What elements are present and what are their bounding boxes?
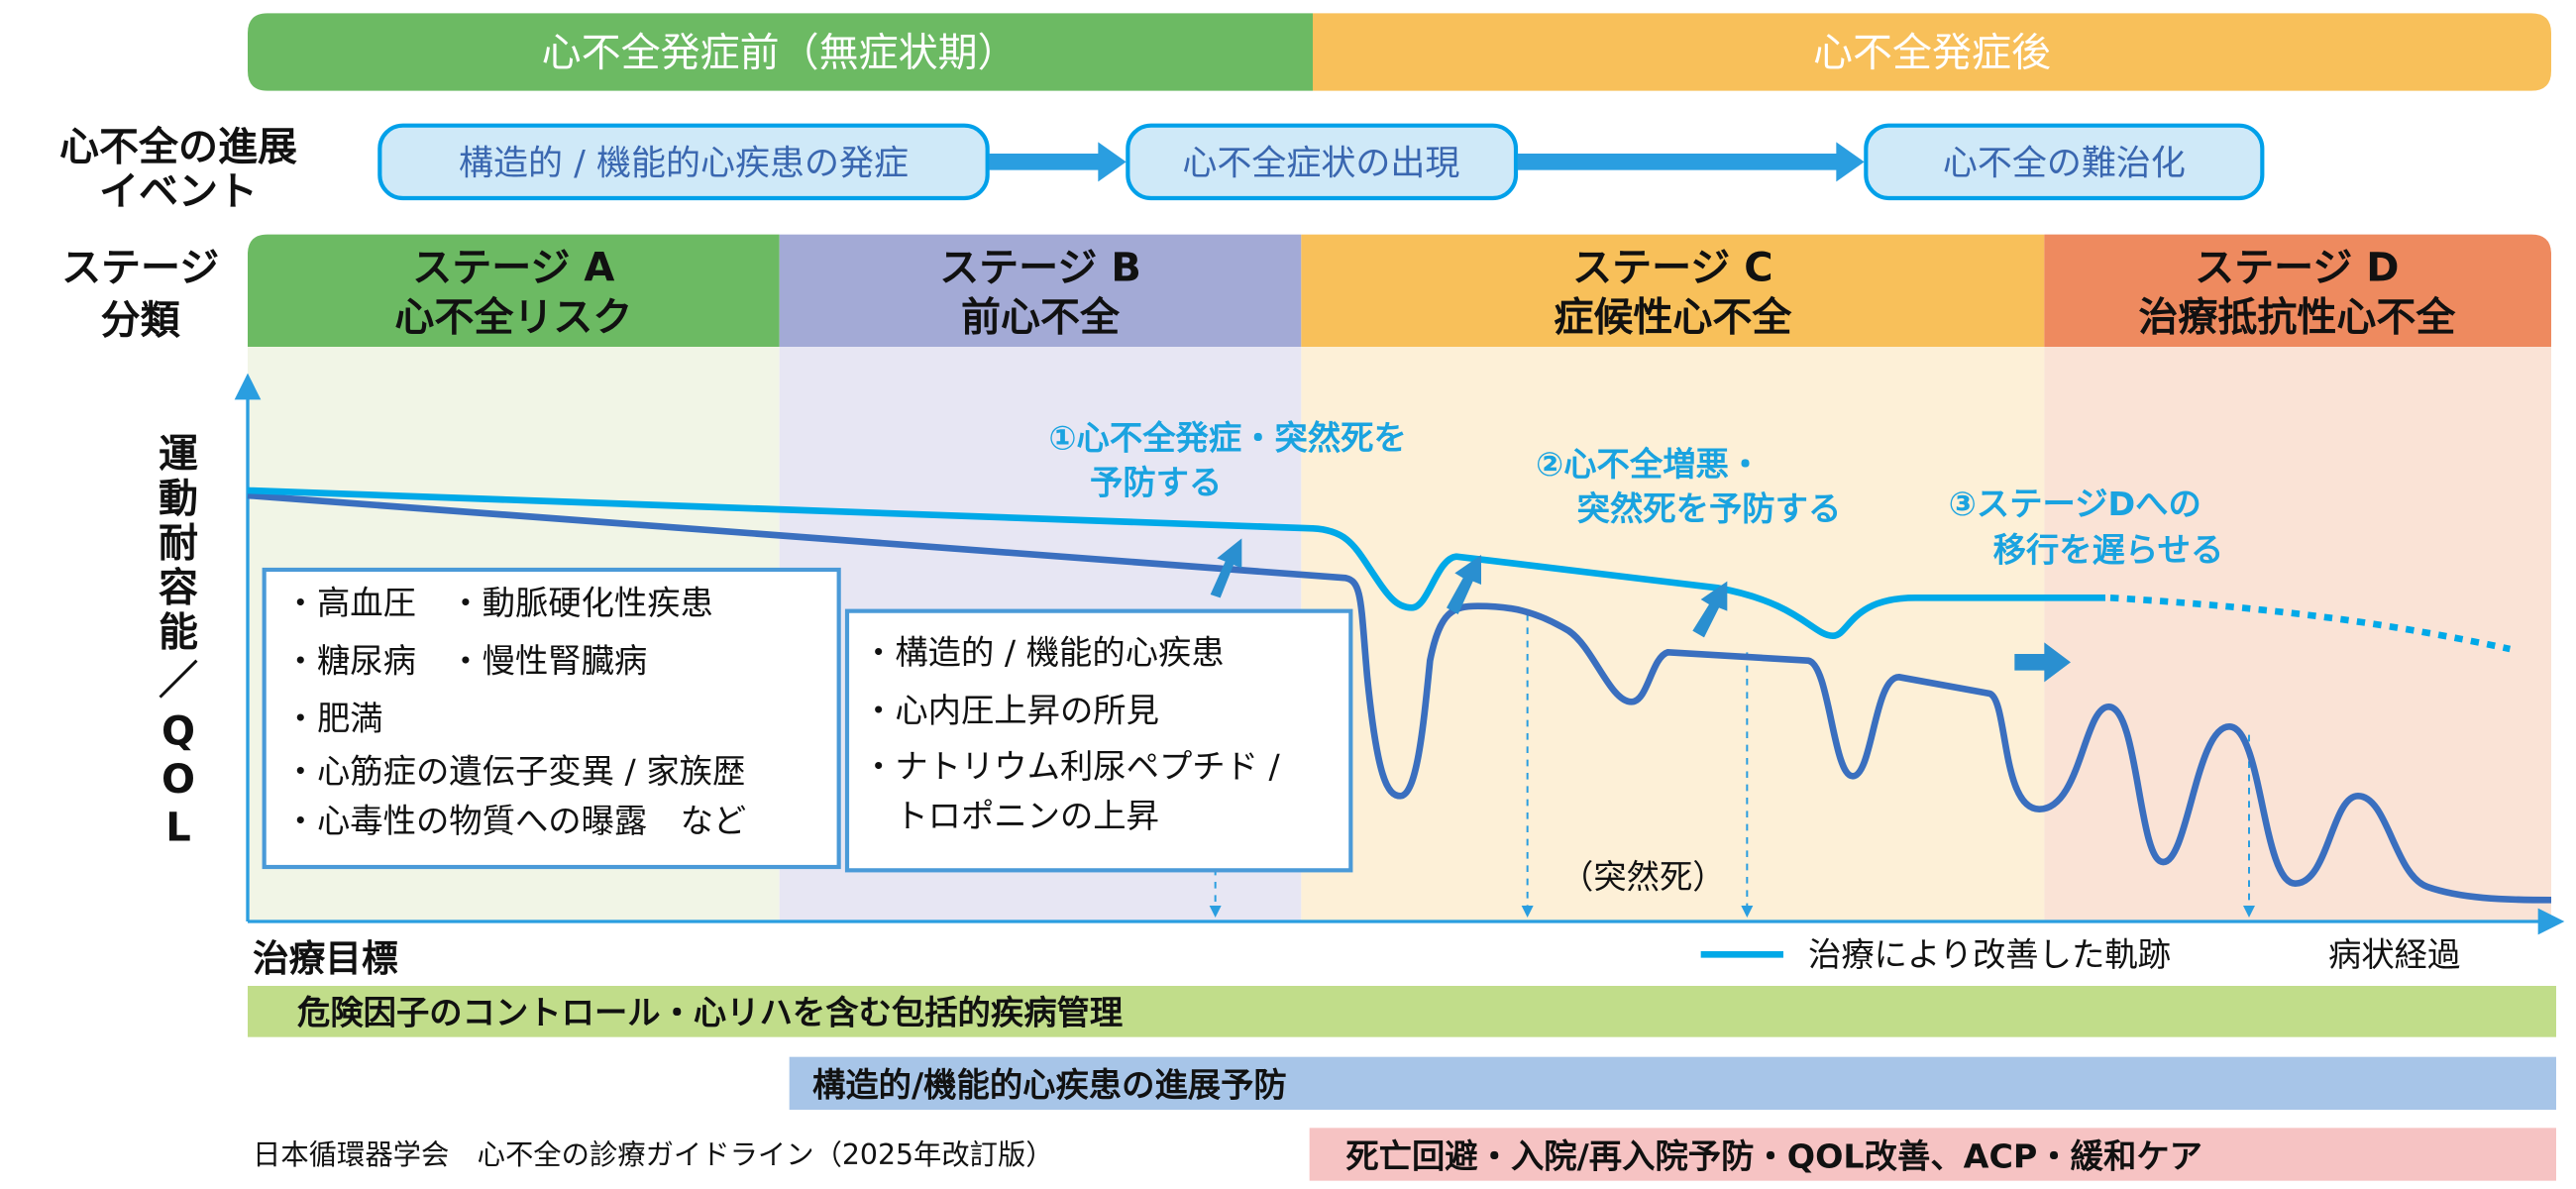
goal-bar-comprehensive: [248, 986, 2556, 1037]
phase-after: [1313, 13, 2551, 91]
phase-bar: 心不全発症前（無症状期） 心不全発症後: [248, 13, 2551, 91]
arrow-right-icon: [2014, 642, 2071, 683]
event-box: [377, 123, 990, 201]
finding-item: ・心内圧上昇の所見: [862, 691, 1159, 729]
y-label-char: 容: [159, 566, 198, 611]
stages-label-1: ステージ: [61, 245, 219, 290]
finding-item: ・ナトリウム利尿ペプチド /: [862, 747, 1281, 786]
y-label-char: 耐: [159, 521, 198, 567]
footnote: 日本循環器学会 心不全の診療ガイドライン（2025年改訂版）: [253, 1138, 1054, 1171]
arrow-right-icon: [989, 142, 1127, 182]
goal-bar-palliative: [1309, 1128, 2556, 1181]
disease-course-line: [247, 491, 2552, 904]
goal-label: 死亡回避・入院/再入院予防・QOL改善、ACP・緩和ケア: [1345, 1136, 2202, 1175]
goal-bar-prevention: [789, 1056, 2556, 1110]
annotation-1-line2: 予防する: [1090, 463, 1222, 501]
stage-title: ステージ D: [2195, 245, 2399, 290]
risk-item: ・高血圧 ・動脈硬化性疾患: [284, 584, 713, 622]
y-label-char: 運: [159, 432, 198, 478]
stage-b: [779, 234, 1302, 347]
finding-item: トロポニンの上昇: [862, 797, 1159, 835]
arrow-up-icon: [1210, 538, 1242, 598]
event-box: [1864, 123, 2265, 201]
stage-title: ステージ A: [412, 245, 614, 290]
improvement-arrows: [1210, 538, 2071, 683]
stage-name: 前心不全: [961, 294, 1121, 340]
stage-d: [2044, 234, 2551, 347]
stage-name: 治療抵抗性心不全: [2138, 294, 2456, 340]
event-label: 構造的 / 機能的心疾患の発症: [459, 145, 909, 184]
phase-before: [248, 13, 1313, 91]
risk-item: ・糖尿病 ・慢性腎臓病: [284, 641, 648, 680]
y-label-char: Q: [161, 709, 195, 755]
y-label-char: 動: [159, 477, 198, 522]
legend-improved-label: 治療により改善した軌跡: [1808, 935, 2171, 974]
projected-trajectory-line: [2109, 594, 2512, 653]
finding-item: ・構造的 / 機能的心疾患: [862, 633, 1225, 672]
stage-a-risk-box: ・高血圧 ・動脈硬化性疾患 ・糖尿病 ・慢性腎臓病 ・肥満 ・心筋症の遺伝子変異…: [262, 567, 841, 870]
event-label: 心不全症状の出現: [1182, 145, 1459, 184]
goal-label: 構造的/機能的心疾患の進展予防: [812, 1066, 1287, 1105]
stage-title: ステージ B: [939, 245, 1141, 290]
legend-course-label: 病状経過: [2328, 935, 2460, 974]
events-label-1: 心不全の進展: [59, 125, 297, 170]
stage-bar: ステージ A 心不全リスク ステージ B 前心不全 ステージ C 症候性心不全 …: [248, 234, 2551, 347]
phase-after-label: 心不全発症後: [1813, 31, 2051, 76]
event-label: 心不全の難治化: [1943, 145, 2186, 184]
arrow-right-icon: [1517, 142, 1865, 182]
improved-trajectory-line: [247, 486, 2105, 640]
risk-item: ・心筋症の遺伝子変異 / 家族歴: [284, 752, 746, 791]
stages-label-2: 分類: [101, 298, 181, 344]
events-label-2: イベント: [99, 169, 258, 215]
stage-a: [248, 234, 780, 347]
stage-b-findings-box: ・構造的 / 機能的心疾患 ・心内圧上昇の所見 ・ナトリウム利尿ペプチド / ト…: [844, 608, 1353, 873]
stage-name: 症候性心不全: [1554, 294, 1792, 340]
annotation-2-line1: ②心不全増悪・: [1536, 445, 1762, 484]
stage-c: [1301, 234, 2045, 347]
y-label-char: ／: [159, 658, 198, 703]
event-box: [1126, 123, 1519, 201]
stage-name: 心不全リスク: [394, 294, 632, 340]
event-flow: 構造的 / 機能的心疾患の発症 心不全症状の出現 心不全の難治化: [377, 123, 2265, 201]
y-label-char: O: [161, 757, 195, 803]
y-label-char: L: [165, 805, 191, 850]
annotation-1-line1: ①心不全発症・突然死を: [1048, 418, 1407, 457]
risk-item: ・肥満: [284, 700, 383, 738]
arrow-up-icon: [1692, 581, 1728, 638]
sudden-death-label: （突然死）: [1560, 858, 1726, 897]
annotation-3-line2: 移行を遅らせる: [1993, 531, 2224, 570]
y-label-char: 能: [159, 610, 198, 656]
stage-title: ステージ C: [1572, 245, 1772, 290]
phase-before-label: 心不全発症前（無症状期）: [542, 31, 1018, 76]
treatment-goals-label: 治療目標: [253, 937, 398, 980]
y-axis-label: 運 動 耐 容 能 ／ Q O L: [159, 432, 198, 851]
arrow-up-icon: [1447, 555, 1481, 614]
annotation-3-line1: ③ステージDへの: [1949, 485, 2201, 523]
goal-label: 危険因子のコントロール・心リハを含む包括的疾病管理: [297, 993, 1123, 1031]
annotation-2-line2: 突然死を予防する: [1577, 489, 1842, 528]
risk-item: ・心毒性の物質への曝露 など: [284, 802, 747, 840]
